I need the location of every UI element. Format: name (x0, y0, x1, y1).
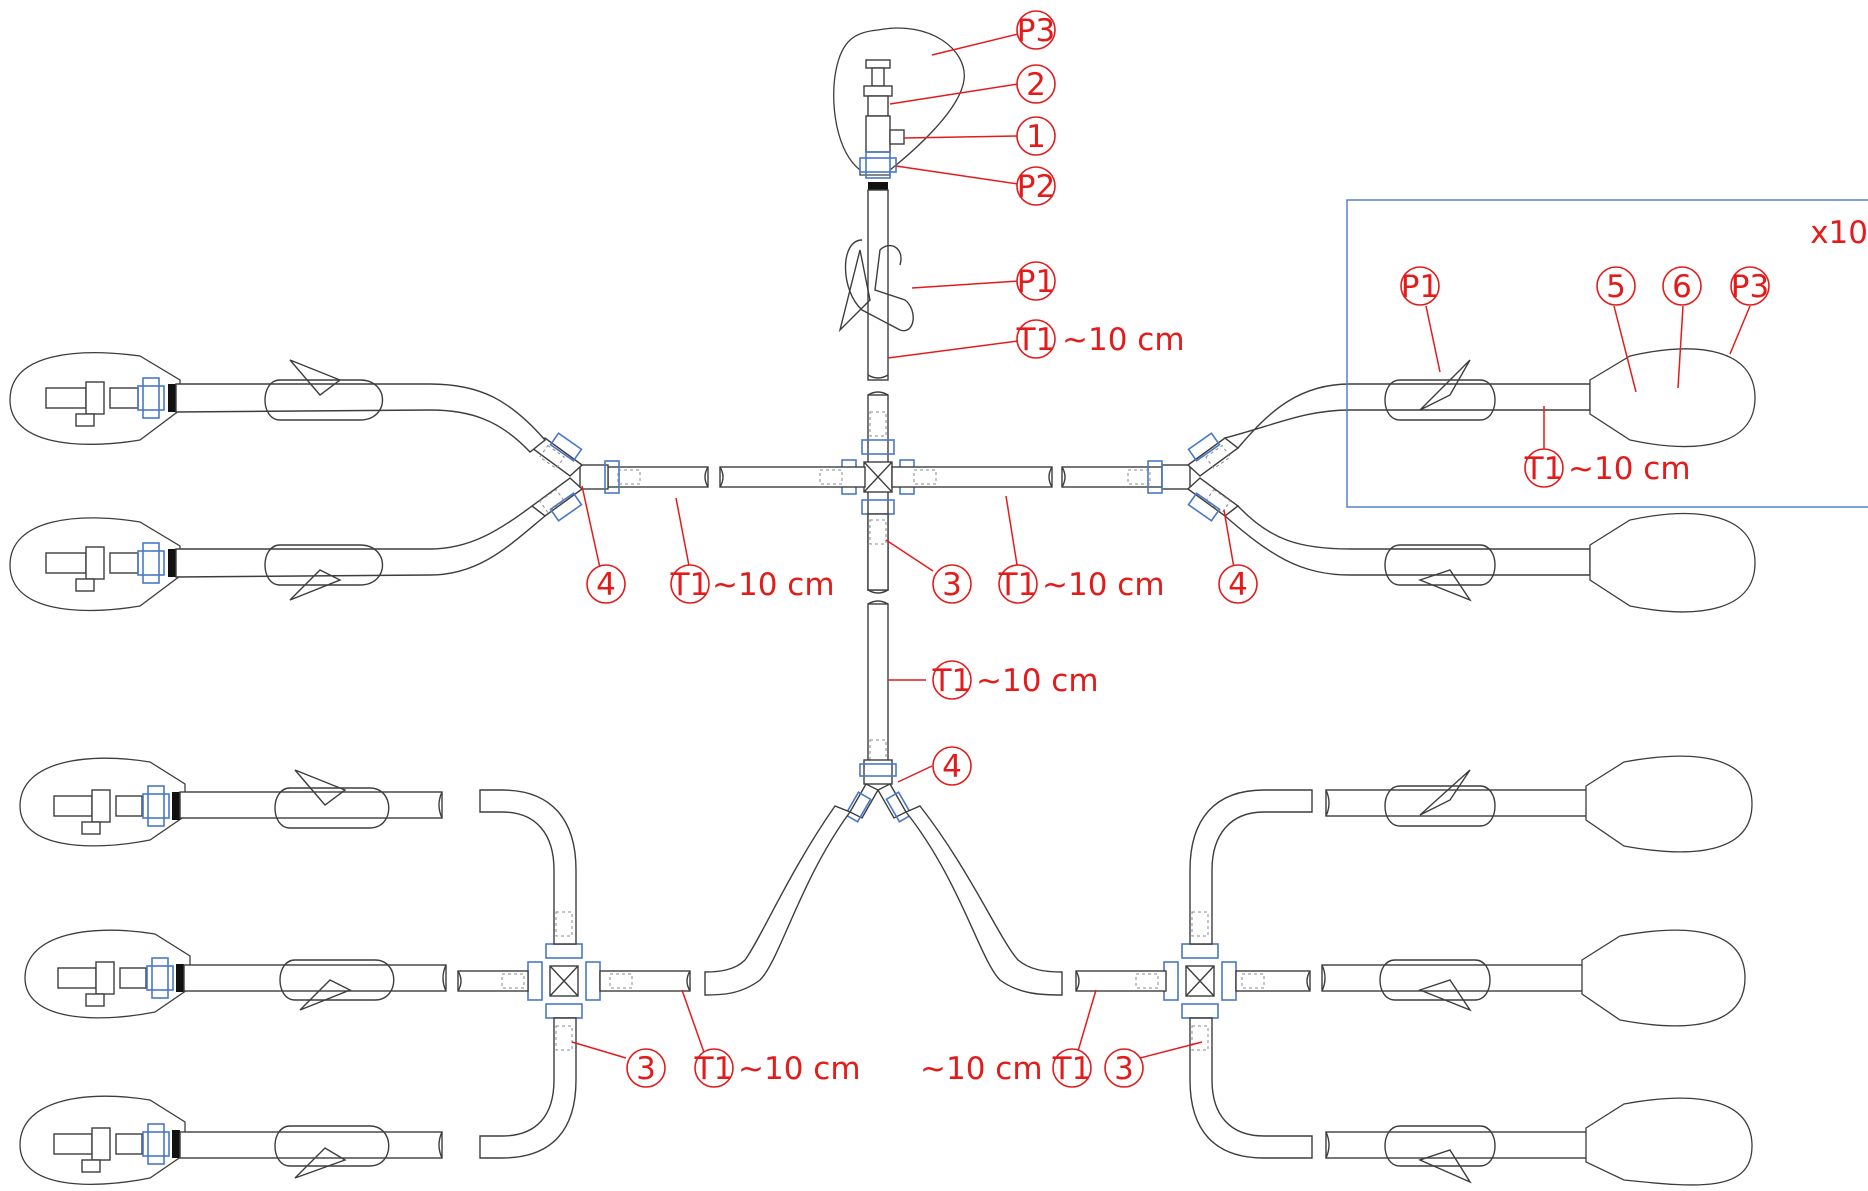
svg-text:T1: T1 (694, 1051, 734, 1087)
length-label-vertical: ~10 cm (976, 663, 1099, 699)
lower-left-bag-3 (19, 1095, 443, 1185)
inset-callout-p1: P1 (1400, 266, 1440, 306)
svg-text:P1: P1 (1401, 269, 1439, 305)
lower-right-bag-3 (1325, 1097, 1753, 1186)
length-label-inset: ~10 cm (1568, 451, 1691, 487)
right-upper-y-assembly (1061, 432, 1240, 522)
svg-text:P1: P1 (1017, 264, 1055, 300)
svg-text:P2: P2 (1017, 169, 1055, 205)
svg-text:5: 5 (1606, 269, 1626, 305)
svg-text:P3: P3 (1017, 13, 1055, 49)
svg-text:T1: T1 (932, 663, 972, 699)
svg-text:1: 1 (1026, 119, 1046, 155)
top-clamp (838, 239, 914, 333)
callout-3-lower-left: 3 (626, 1048, 666, 1088)
inset-frame (1346, 199, 1868, 508)
leader-lines (571, 33, 1751, 1059)
callout-t1-vertical: T1 ~10 cm (932, 660, 1099, 700)
lower-left-bag-1 (19, 757, 443, 847)
inset-callout-t1: T1 ~10 cm (1524, 448, 1691, 488)
callout-p2: P2 (1016, 166, 1056, 206)
callout-3-center: 3 (932, 564, 972, 604)
multiplier-label: x10 (1810, 215, 1868, 251)
callout-2: 2 (1016, 64, 1056, 104)
callout-t1-top: T1 ~10 cm (1016, 319, 1185, 359)
svg-text:T1: T1 (998, 567, 1038, 603)
inset-callout-5: 5 (1596, 266, 1636, 306)
left-upper-y-assembly (530, 432, 709, 522)
right-upper-bag-2 (1223, 505, 1756, 613)
svg-text:T1: T1 (1052, 1051, 1092, 1087)
lower-left-bag-2 (24, 929, 447, 1019)
svg-text:3: 3 (636, 1051, 656, 1087)
lower-y-connector (704, 759, 1063, 996)
top-bag-assembly (833, 27, 965, 381)
length-label-right-mid: ~10 cm (1042, 567, 1165, 603)
length-label-lower-left: ~10 cm (738, 1051, 861, 1087)
center-left-tube (719, 466, 866, 488)
length-label-lower-right: ~10 cm (920, 1051, 1043, 1087)
callout-4-left: 4 (586, 564, 626, 604)
svg-text:3: 3 (1114, 1051, 1134, 1087)
callout-4-right: 4 (1218, 564, 1258, 604)
callout-t1-lower-left: T1 ~10 cm (694, 1048, 861, 1088)
length-label-top: ~10 cm (1062, 322, 1185, 358)
callout-3-lower-right: 3 (1104, 1048, 1144, 1088)
svg-text:P3: P3 (1731, 269, 1769, 305)
inset-callout-6: 6 (1662, 266, 1702, 306)
inset-callout-p3: P3 (1730, 266, 1770, 306)
svg-text:4: 4 (942, 749, 962, 785)
callout-t1-lower-right: ~10 cm T1 (920, 1048, 1092, 1088)
callout-4-lower: 4 (932, 746, 972, 786)
left-upper-bag-2 (9, 505, 547, 612)
svg-text:2: 2 (1026, 67, 1046, 103)
svg-text:T1: T1 (1016, 322, 1056, 358)
center-lower-vertical-tube (867, 513, 889, 765)
callout-t1-right-mid: T1 ~10 cm (998, 564, 1165, 604)
svg-text:6: 6 (1672, 269, 1692, 305)
callout-p3-top: P3 (1016, 10, 1056, 50)
svg-text:4: 4 (596, 567, 616, 603)
svg-text:3: 3 (942, 567, 962, 603)
callout-p1-top: P1 (1016, 261, 1056, 301)
left-upper-bag-1 (9, 352, 547, 453)
svg-text:T1: T1 (670, 567, 710, 603)
center-right-tube (891, 466, 1053, 488)
lower-right-cross-assembly (1075, 789, 1313, 1159)
length-label-left-mid: ~10 cm (712, 567, 835, 603)
lower-right-bag-2 (1321, 929, 1746, 1027)
callout-1: 1 (1016, 116, 1056, 156)
callout-t1-left-mid: T1 ~10 cm (670, 564, 835, 604)
lower-left-cross-assembly (457, 789, 691, 1159)
lower-right-bag-1 (1325, 755, 1753, 853)
svg-text:4: 4 (1228, 567, 1248, 603)
svg-text:T1: T1 (1524, 451, 1564, 487)
right-upper-bag-1 (1223, 348, 1756, 449)
